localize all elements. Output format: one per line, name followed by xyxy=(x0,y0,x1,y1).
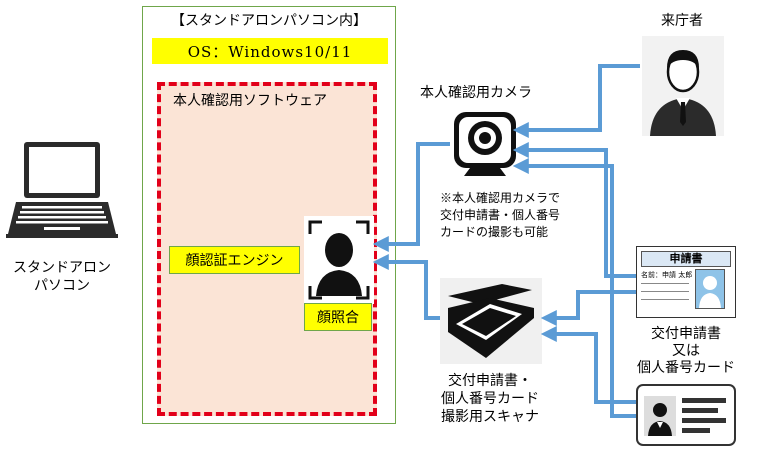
scanner-label-line1: 交付申請書・ xyxy=(448,373,532,389)
visitor-icon xyxy=(642,36,724,136)
scanner-label-line2: 個人番号カード xyxy=(441,391,539,407)
standalone-pc-title: 【スタンドアロンパソコン内】 xyxy=(171,13,367,29)
form-header: 申請書 xyxy=(641,251,731,267)
arrow-camera-to-face xyxy=(372,142,450,252)
camera-note: ※本人確認用カメラで 交付申請書・個人番号 カードの撮影も可能 xyxy=(440,190,560,241)
application-form-icon: 申請書 名前：申請 太郎 xyxy=(636,246,736,318)
face-scan-icon xyxy=(304,216,374,304)
visitor-label: 来庁者 xyxy=(661,13,703,29)
form-name: 名前：申請 太郎 xyxy=(641,271,693,279)
scanner-label-line3: 撮影用スキャナ xyxy=(441,409,539,425)
arrow-form-to-scanner xyxy=(540,290,636,326)
software-title: 本人確認用ソフトウェア xyxy=(173,93,327,109)
scanner-icon xyxy=(440,278,542,364)
camera-note-line2: 交付申請書・個人番号 xyxy=(440,208,561,222)
face-engine-label: 顔認証エンジン xyxy=(169,246,300,274)
camera-label: 本人確認用カメラ xyxy=(420,85,532,101)
arrow-visitor-to-camera xyxy=(512,64,640,138)
arrow-form-to-camera xyxy=(512,142,636,278)
face-match-label: 顔照合 xyxy=(304,303,372,331)
laptop-icon xyxy=(6,142,118,238)
laptop-label-line1: スタンドアロン xyxy=(13,260,111,276)
arrow-card-to-scanner xyxy=(540,326,636,404)
documents-label-line1: 交付申請書 xyxy=(651,326,721,342)
documents-label-line3: 個人番号カード xyxy=(637,360,735,376)
os-label: OS：Windows10/11 xyxy=(152,38,388,64)
form-photo-icon xyxy=(695,269,725,309)
camera-icon xyxy=(454,112,516,176)
my-number-card-icon xyxy=(636,384,736,446)
camera-note-line3: カードの撮影も可能 xyxy=(440,225,549,239)
documents-label-line2: 又は xyxy=(672,343,700,359)
laptop-label-line2: パソコン xyxy=(34,278,90,294)
arrow-scanner-to-face xyxy=(372,254,440,320)
camera-note-line1: ※本人確認用カメラで xyxy=(440,191,561,205)
